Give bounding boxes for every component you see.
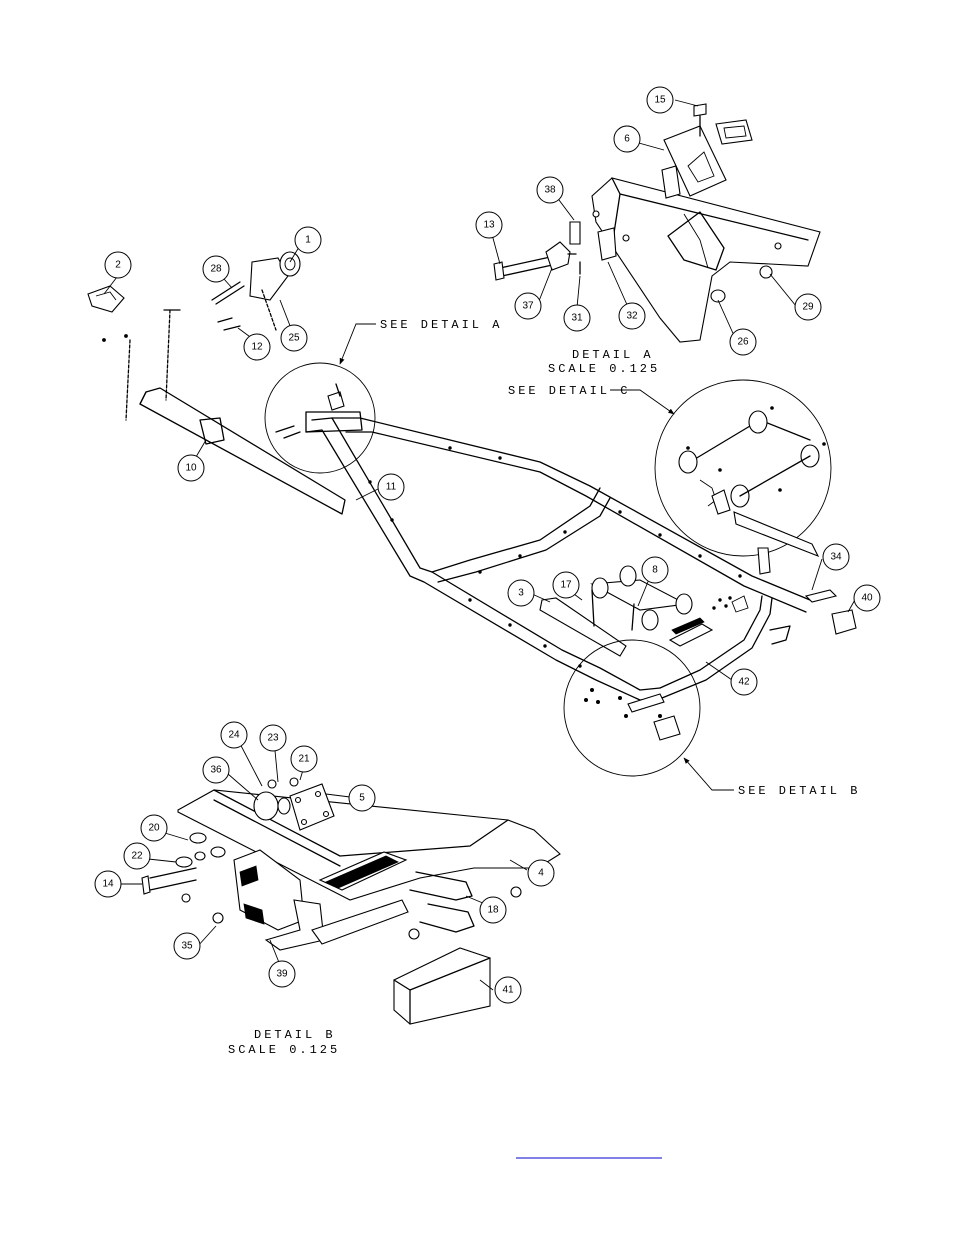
trailer-main-frame: [125, 309, 811, 701]
svg-text:11: 11: [386, 482, 397, 493]
callout-35: 35: [173, 932, 201, 960]
see-detail-b-note: SEE DETAIL B: [738, 784, 860, 798]
svg-text:31: 31: [571, 313, 583, 324]
svg-text:12: 12: [251, 342, 263, 353]
callout-15: 15: [646, 86, 674, 114]
callout-14: 14: [94, 870, 122, 898]
svg-text:39: 39: [276, 969, 288, 980]
svg-text:24: 24: [228, 730, 240, 741]
callout-2: 2: [104, 251, 132, 279]
svg-text:28: 28: [210, 264, 222, 275]
detail-b-drawing: [141, 777, 561, 1025]
svg-text:14: 14: [102, 879, 114, 890]
callout-17: 17: [552, 571, 580, 599]
callout-29: 29: [794, 293, 822, 321]
callout-42: 42: [730, 668, 758, 696]
svg-text:35: 35: [181, 941, 193, 952]
callout-26: 26: [729, 328, 757, 356]
svg-text:26: 26: [737, 337, 749, 348]
callout-23: 23: [259, 724, 287, 752]
svg-text:5: 5: [359, 793, 365, 804]
callout-38: 38: [536, 176, 564, 204]
callout-25: 25: [280, 324, 308, 352]
callout-8: 8: [641, 556, 669, 584]
svg-text:1: 1: [305, 235, 311, 246]
svg-text:38: 38: [544, 185, 556, 196]
detail-a-drawing: [493, 103, 821, 343]
callout-37: 37: [514, 292, 542, 320]
svg-text:21: 21: [298, 754, 310, 765]
callout-10: 10: [177, 454, 205, 482]
callout-36: 36: [202, 756, 230, 784]
callout-24: 24: [220, 721, 248, 749]
callout-39: 39: [268, 960, 296, 988]
callout-18: 18: [479, 896, 507, 924]
svg-text:17: 17: [560, 580, 572, 591]
callout-32: 32: [618, 302, 646, 330]
svg-text:42: 42: [738, 677, 750, 688]
bunk-roller-assembly: [539, 565, 857, 657]
svg-text:22: 22: [131, 851, 143, 862]
svg-text:29: 29: [802, 302, 814, 313]
svg-text:36: 36: [210, 765, 222, 776]
callout-31: 31: [563, 304, 591, 332]
svg-text:32: 32: [626, 311, 638, 322]
detail-b-scale: SCALE 0.125: [228, 1043, 340, 1057]
detail-arrows: [339, 323, 734, 791]
winch-part: [211, 251, 301, 331]
svg-text:8: 8: [652, 565, 658, 576]
svg-text:6: 6: [624, 134, 630, 145]
callout-34: 34: [822, 543, 850, 571]
svg-text:41: 41: [502, 985, 514, 996]
callout-12: 12: [243, 333, 271, 361]
callout-21: 21: [290, 745, 318, 773]
svg-text:10: 10: [185, 463, 197, 474]
callout-20: 20: [140, 814, 168, 842]
svg-text:13: 13: [483, 220, 495, 231]
detail-b-circle: [563, 639, 701, 777]
svg-text:15: 15: [654, 95, 666, 106]
svg-text:2: 2: [115, 260, 121, 271]
detail-c-rollers: [678, 406, 826, 558]
detail-c-circle: [654, 379, 832, 557]
callout-22: 22: [123, 842, 151, 870]
see-detail-a-note: SEE DETAIL A: [380, 318, 502, 332]
svg-text:3: 3: [518, 588, 524, 599]
svg-text:37: 37: [522, 301, 534, 312]
svg-text:4: 4: [538, 868, 544, 879]
detail-b-bolts-main: [584, 489, 771, 741]
detail-a-circle: [264, 362, 376, 474]
detail-a-bolts: [275, 383, 345, 439]
callout-1: 1: [294, 226, 322, 254]
detail-a-title: DETAIL A: [572, 348, 654, 362]
callout-40: 40: [853, 584, 881, 612]
svg-text:23: 23: [267, 733, 279, 744]
detail-b-title: DETAIL B: [254, 1028, 336, 1042]
callout-11: 11: [377, 473, 405, 501]
detail-a-scale: SCALE 0.125: [548, 362, 660, 376]
svg-text:40: 40: [861, 593, 873, 604]
callout-6: 6: [613, 125, 641, 153]
callout-28: 28: [202, 255, 230, 283]
callout-3: 3: [507, 579, 535, 607]
svg-text:34: 34: [830, 552, 842, 563]
callout-4: 4: [527, 859, 555, 887]
svg-text:20: 20: [148, 823, 160, 834]
coupler-part: [87, 285, 128, 342]
callout-41: 41: [494, 976, 522, 1004]
see-detail-c-note: SEE DETAIL C: [508, 384, 630, 398]
callout-5: 5: [348, 784, 376, 812]
callout-13: 13: [475, 211, 503, 239]
svg-text:18: 18: [487, 905, 499, 916]
svg-text:25: 25: [288, 333, 300, 344]
